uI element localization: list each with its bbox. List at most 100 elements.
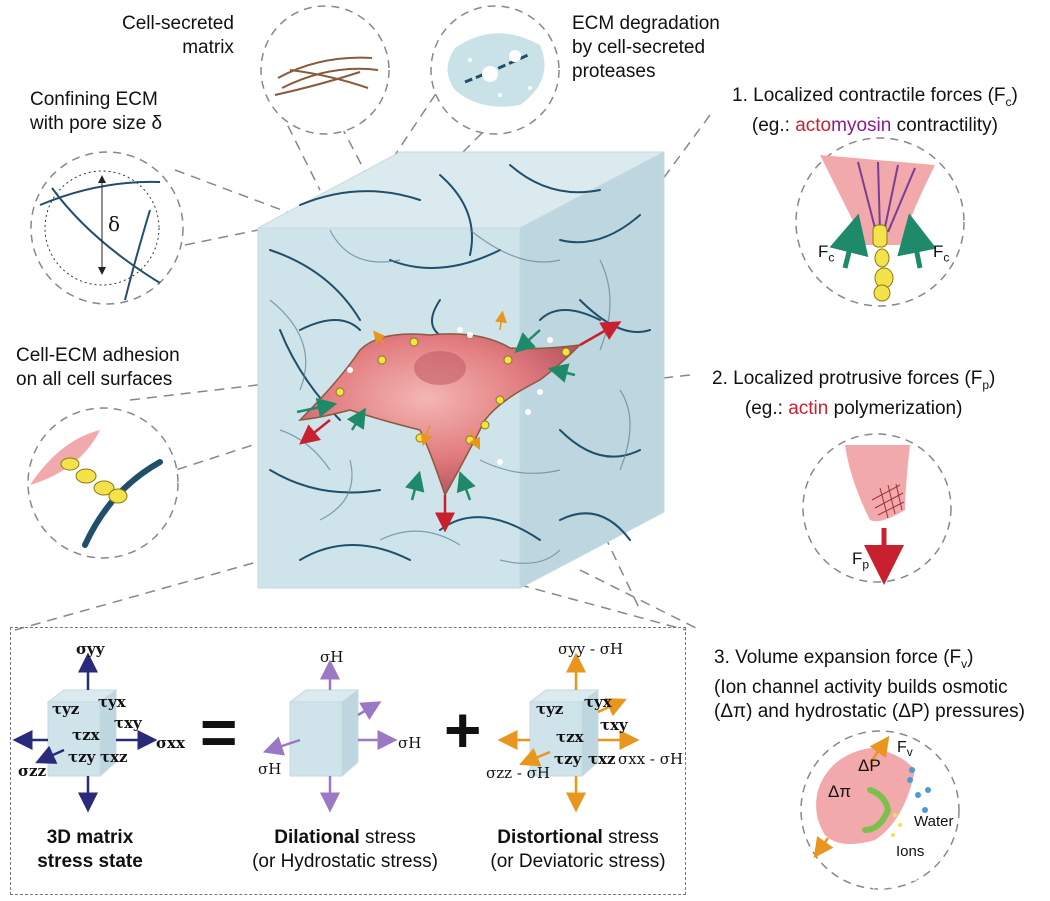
tau-yz-3-text: τyz — [536, 700, 564, 718]
fc-left-f: F — [818, 242, 829, 261]
tau-zy-1-text: τzy — [68, 748, 96, 766]
cell-secreted-text: Cell-secreted matrix — [122, 13, 234, 58]
fp-label: Fp — [852, 547, 869, 576]
sigma-h-right-text: σH — [398, 734, 422, 752]
fp-sub: p — [862, 557, 870, 572]
degradation-pores — [347, 327, 553, 465]
cell-force-arrows — [296, 310, 622, 533]
confining-ecm-line2: with pore size δ — [30, 113, 163, 134]
force2-actin: actin — [788, 397, 829, 419]
caption-distortional: Distortional stress (or Deviatoric stres… — [478, 826, 678, 874]
label-cell-ecm-adhesion: Cell-ECM adhesion on all cell surfaces — [16, 344, 180, 392]
sigma-xx-1: σxx — [156, 734, 185, 752]
force3-sub: v — [961, 656, 968, 671]
caption2-line2: (or Hydrostatic stress) — [252, 851, 438, 872]
fc-right-f: F — [933, 242, 944, 261]
cell-body — [297, 333, 583, 497]
force1-suffix: ) — [1011, 85, 1018, 106]
force3-suffix: ) — [967, 647, 974, 668]
force1-myosin: myosin — [831, 114, 892, 136]
inset-contractile — [795, 137, 965, 307]
force1-prefix: 1. Localized contractile forces (F — [732, 85, 1006, 106]
tau-xy-3: τxy — [600, 716, 628, 734]
delta-symbol: δ — [108, 212, 120, 236]
inset-confining-ecm — [30, 151, 184, 305]
confining-ecm-line1: Confining ECM — [30, 89, 158, 110]
caption-3d-matrix: 3D matrix stress state — [30, 826, 150, 874]
label-force-2: 2. Localized protrusive forces (Fp) (eg.… — [712, 367, 995, 421]
force1-line2: (eg.: actomyosin contractility) — [732, 114, 1018, 138]
force3-line1: 3. Volume expansion force (Fv) — [714, 646, 1025, 676]
tau-zy-1: τzy — [68, 748, 95, 766]
tau-zx-1: τzx — [72, 726, 100, 744]
sigma-xx-1-text: σxx — [156, 734, 185, 752]
force2-eg: (eg.: — [744, 397, 789, 419]
equals-text: = — [200, 696, 238, 768]
tau-yx-3: τyx — [584, 693, 612, 711]
force2-sub: p — [982, 377, 990, 392]
sigma-xx-minus: σxx - σH — [618, 750, 683, 768]
sigma-yy-minus: σyy - σH — [558, 640, 623, 658]
stress-cube-1 — [12, 652, 158, 813]
inset-protrusive — [802, 433, 952, 585]
force1-eg: (eg.: — [751, 114, 796, 136]
force1-contractility: contractility) — [891, 114, 998, 136]
label-ecm-degradation: ECM degradation by cell-secreted proteas… — [572, 12, 720, 84]
label-confining-ecm: Confining ECM with pore size δ — [30, 88, 162, 136]
force3-line3: (Δπ) and hydrostatic (ΔP) pressures) — [714, 700, 1025, 722]
caption1-line2: stress state — [37, 851, 143, 872]
dp-label: ΔP — [858, 754, 881, 778]
fc-right-label: Fc — [933, 240, 949, 269]
equals-sign: = — [200, 700, 237, 764]
caption-dilational: Dilational stress (or Hydrostatic stress… — [240, 826, 450, 874]
sigma-h-top-text: σH — [320, 648, 344, 666]
sigma-h-top: σH — [320, 648, 343, 666]
tau-xy-1: τxy — [114, 714, 142, 732]
caption2-bold: Dilational — [274, 827, 360, 848]
stress-cube-2 — [262, 659, 398, 813]
fp-f: F — [852, 549, 863, 568]
ecm-fibers-light — [269, 229, 631, 564]
force1-sub: c — [1005, 94, 1012, 109]
watermark: 知乎 泥土六二三 — [872, 862, 1048, 894]
inset-ecm-degradation — [430, 5, 560, 135]
force2-suffix: ) — [989, 368, 996, 389]
tau-yx-1-text: τyx — [98, 693, 126, 711]
tau-zy-3: τzy — [554, 750, 581, 768]
tau-xy-3-text: τxy — [600, 716, 628, 734]
force1-line1: 1. Localized contractile forces (Fc) — [732, 84, 1018, 114]
fv-label: Fv — [897, 736, 913, 764]
inset-cell-ecm-adhesion — [27, 407, 179, 559]
caption3-line1: Distortional stress — [478, 826, 678, 850]
sigma-yy-1-text: σyy — [76, 640, 105, 658]
caption3-bold: Distortional — [497, 827, 603, 848]
force1-acto: acto — [795, 114, 832, 136]
dpi-label: Δπ — [828, 780, 851, 804]
fc-right-sub: c — [943, 250, 950, 265]
tau-yx-3-text: τyx — [584, 693, 612, 711]
force2-line1: 2. Localized protrusive forces (Fp) — [712, 367, 995, 397]
tau-zx-3-text: τzx — [556, 728, 584, 746]
tau-xz-3-text: τxz — [588, 750, 616, 768]
caption2-rest: stress — [359, 827, 416, 848]
sigma-zz-minus-text: σzz - σH — [486, 764, 550, 782]
ions-label: Ions — [896, 840, 924, 864]
tau-yz-1-text: τyz — [52, 700, 80, 718]
sigma-h-right: σH — [398, 734, 421, 752]
water-text: Water — [914, 813, 954, 830]
tau-yx-1: τyx — [98, 693, 126, 711]
dpi-text: Δπ — [828, 782, 852, 801]
plus-sign: + — [444, 698, 481, 762]
stress-cube-3 — [497, 652, 640, 813]
ecm-degradation-text: ECM degradation by cell-secreted proteas… — [572, 13, 720, 82]
fc-left-label: Fc — [818, 240, 834, 269]
inset-volume-expansion — [800, 730, 960, 890]
sigma-zz-1-text: σzz — [18, 762, 47, 780]
inset-cell-secreted-matrix — [260, 5, 390, 135]
caption3-line2: (or Deviatoric stress) — [490, 851, 666, 872]
caption1-line1: 3D matrix — [46, 827, 134, 848]
sigma-zz-minus: σzz - σH — [486, 764, 550, 782]
watermark-text: 知乎 泥土六二三 — [872, 867, 1049, 892]
ions-text: Ions — [896, 843, 925, 860]
